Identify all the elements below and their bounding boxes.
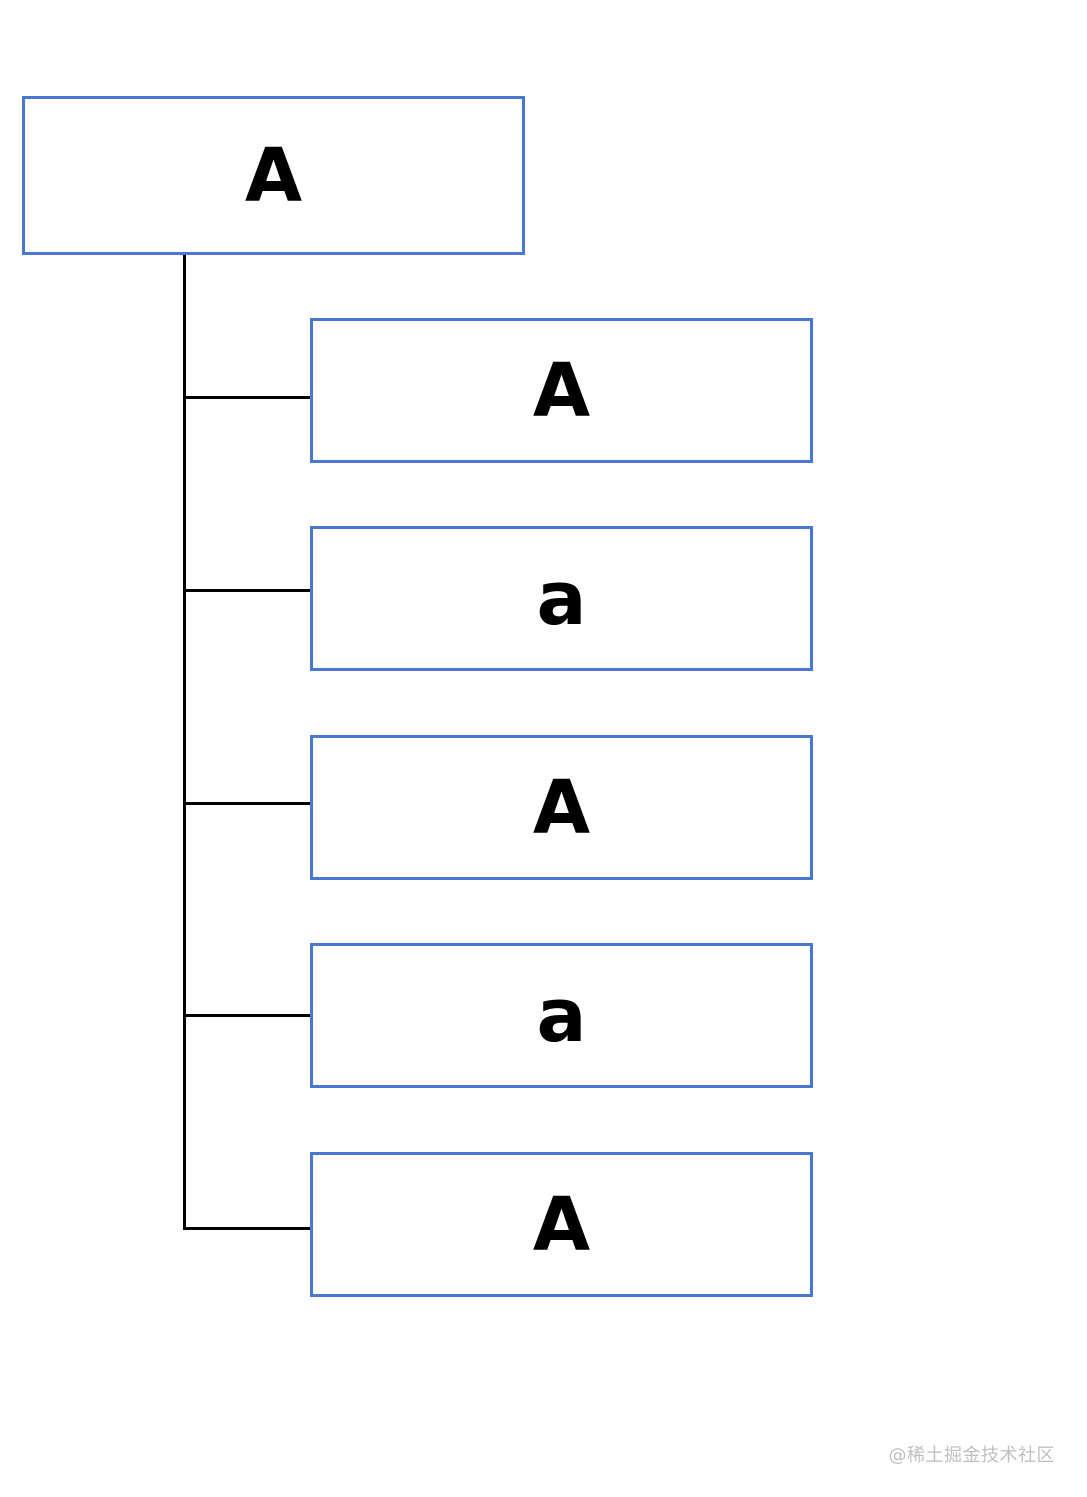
child-node-1: A bbox=[310, 318, 813, 463]
child-node-label: a bbox=[536, 555, 587, 642]
child-node-4: a bbox=[310, 943, 813, 1088]
child-node-2: a bbox=[310, 526, 813, 671]
root-node: A bbox=[22, 96, 525, 255]
connector-branch-5 bbox=[183, 1227, 311, 1230]
child-node-label: A bbox=[532, 347, 591, 434]
connector-branch-3 bbox=[183, 802, 311, 805]
connector-branch-2 bbox=[183, 589, 311, 592]
child-node-label: A bbox=[532, 1181, 591, 1268]
connector-branch-4 bbox=[183, 1014, 311, 1017]
watermark: @稀土掘金技术社区 bbox=[888, 1445, 1055, 1466]
child-node-3: A bbox=[310, 735, 813, 880]
connector-branch-1 bbox=[183, 396, 311, 399]
child-node-label: a bbox=[536, 972, 587, 1059]
child-node-label: A bbox=[532, 764, 591, 851]
child-node-5: A bbox=[310, 1152, 813, 1297]
root-node-label: A bbox=[244, 132, 303, 219]
connector-trunk bbox=[183, 255, 186, 1230]
